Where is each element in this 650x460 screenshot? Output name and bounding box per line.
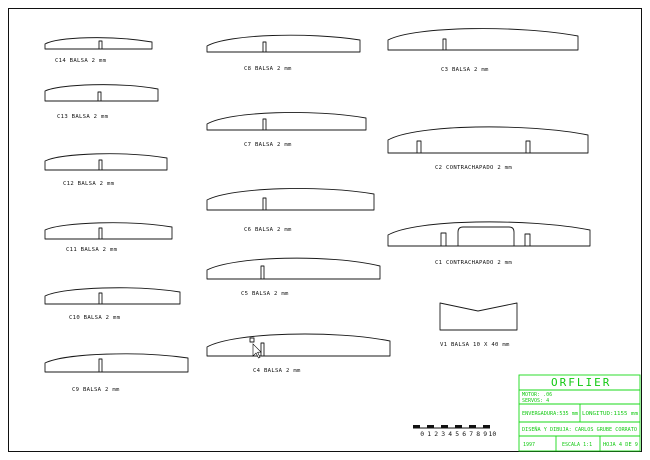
title-block-servos: SERVOS: 4	[522, 398, 549, 404]
scale-tick-1: 1	[427, 430, 431, 438]
rib-c3: C3 BALSA 2 mm	[387, 28, 579, 73]
scale-tick-9: 9	[483, 430, 487, 438]
rib-c14: C14 BALSA 2 mm	[44, 37, 153, 64]
rib-c10-label: C10 BALSA 2 mm	[69, 315, 121, 321]
part-v1: V1 BALSA 10 X 40 mm	[439, 302, 518, 348]
rib-c10: C10 BALSA 2 mm	[44, 287, 181, 321]
title-block-author: DISEÑA Y DIBUJA: CARLOS GRUBE CORRATO	[522, 426, 637, 433]
rib-c13: C13 BALSA 2 mm	[44, 84, 159, 120]
title-block-motor: MOTOR: .06	[522, 392, 552, 398]
rib-c3-label: C3 BALSA 2 mm	[441, 67, 489, 73]
rib-c7-label: C7 BALSA 2 mm	[244, 142, 292, 148]
scale-tick-0: 0	[420, 430, 424, 438]
title-block-scale: ESCALA 1:1	[562, 442, 592, 448]
title-block: ORFLIER MOTOR: .06 SERVOS: 4 ENVERGADURA…	[518, 374, 641, 452]
rib-c14-label: C14 BALSA 2 mm	[55, 58, 107, 64]
rib-c6-label: C6 BALSA 2 mm	[244, 227, 292, 233]
rib-c6: C6 BALSA 2 mm	[206, 188, 375, 233]
scale-tick-8: 8	[476, 430, 480, 438]
rib-c5-label: C5 BALSA 2 mm	[241, 291, 289, 297]
scale-tick-4: 4	[448, 430, 452, 438]
scale-tick-2: 2	[434, 430, 438, 438]
rib-c12: C12 BALSA 2 mm	[44, 153, 168, 187]
former-c1-label: C1 CONTRACHAPADO 2 mm	[435, 260, 512, 266]
scale-tick-10: 10	[489, 430, 497, 438]
rib-c5: C5 BALSA 2 mm	[206, 257, 381, 297]
part-v1-label: V1 BALSA 10 X 40 mm	[440, 342, 510, 348]
rib-c13-label: C13 BALSA 2 mm	[57, 114, 109, 120]
rib-c9: C9 BALSA 2 mm	[44, 353, 189, 393]
scale-tick-5: 5	[455, 430, 459, 438]
former-c1: C1 CONTRACHAPADO 2 mm	[387, 221, 591, 266]
title-block-title: ORFLIER	[551, 376, 611, 389]
rib-c11: C11 BALSA 2 mm	[44, 222, 173, 253]
rib-c8: C8 BALSA 2 mm	[206, 34, 361, 72]
title-block-wingspan: ENVERGADURA:535 mm	[522, 411, 578, 417]
rib-c9-label: C9 BALSA 2 mm	[72, 387, 120, 393]
rib-c11-label: C11 BALSA 2 mm	[66, 247, 118, 253]
title-block-length: LONGITUD:1155 mm	[582, 411, 638, 417]
rib-c7: C7 BALSA 2 mm	[206, 112, 367, 148]
scale-tick-6: 6	[462, 430, 466, 438]
sheet-border	[8, 8, 642, 452]
former-c2-label: C2 CONTRACHAPADO 2 mm	[435, 165, 512, 171]
title-block-sheet: HOJA 4 DE 9	[603, 442, 638, 448]
rib-c8-label: C8 BALSA 2 mm	[244, 66, 292, 72]
former-c2: C2 CONTRACHAPADO 2 mm	[387, 126, 589, 171]
title-block-year: 1997	[523, 442, 535, 448]
scale-tick-3: 3	[441, 430, 445, 438]
scale-bar: 0 1 2 3 4 5 6 7 8 9 10	[413, 425, 496, 438]
rib-c12-label: C12 BALSA 2 mm	[63, 181, 115, 187]
rib-c4: C4 BALSA 2 mm	[206, 333, 391, 374]
rib-c4-label: C4 BALSA 2 mm	[253, 368, 301, 374]
mouse-cursor-icon	[252, 343, 262, 359]
scale-tick-7: 7	[469, 430, 473, 438]
